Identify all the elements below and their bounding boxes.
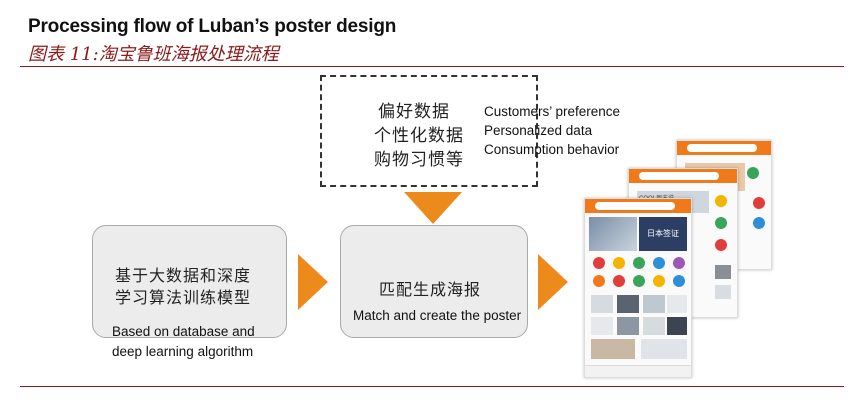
chart-title-cn: 图表 11:淘宝鲁班海报处理流程 [28,44,279,65]
arrow-down [404,192,462,224]
phone-product-thumb [591,339,635,359]
step2-label-cn: 匹配生成海报 [379,280,482,299]
phone-product-thumb [617,317,639,335]
step1-line-en-1: Based on database and [112,324,255,339]
phone-product-thumb [643,295,665,313]
input-line-cn-2: 个性化数据 [374,126,464,146]
phone-product-thumb [715,265,731,279]
step1-english: Based on database and deep learning algo… [112,322,255,362]
input-line-en-2: Personalized data [484,123,593,138]
step1-line-cn-2: 学习算法训练模型 [115,288,252,307]
phone-product-thumb [617,295,639,313]
phone-product-thumb [643,317,665,335]
step2-label-en: Match and create the poster [353,308,522,323]
phone-search-bar [595,202,675,210]
arrow-right-1 [298,254,328,310]
phone-icon-dot [613,257,625,269]
phone-icon-dot [747,167,759,179]
input-line-en-3: Consumption behavior [484,142,620,157]
phone-product-thumb [641,339,687,359]
phone-icon-dot [673,257,685,269]
top-rule [20,66,844,67]
arrow-right-2 [538,254,568,310]
phone-icon-dot [715,239,727,251]
phone-icon-dot [613,275,625,287]
phone-search-bar [639,172,719,180]
phone-icon-dot [753,197,765,209]
input-line-cn-3: 购物习惯等 [374,150,464,170]
phone-tab-bar [585,365,691,377]
phone-search-bar [687,144,757,152]
phone-banner-image [589,217,637,251]
input-english-list: Customers’ preference Personalized data … [484,102,620,159]
bottom-rule [20,386,844,387]
poster-match-box: 匹配生成海报 Match and create the poster [340,225,528,338]
step1-line-cn-1: 基于大数据和深度 [115,266,252,285]
phone-icon-dot [753,217,765,229]
phone-icon-dot [633,275,645,287]
step1-line-en-2: deep learning algorithm [112,344,254,359]
phone-icon-dot [653,275,665,287]
model-training-box: 基于大数据和深度 学习算法训练模型 [92,225,287,338]
phone-product-thumb [591,317,613,335]
input-data-box: 偏好数据 个性化数据 购物习惯等 [320,75,538,187]
phone-icon-dot [593,275,605,287]
phone-icon-dot [653,257,665,269]
phone-icon-dot [633,257,645,269]
phone-icon-dot [715,217,727,229]
chart-title: Processing flow of Luban’s poster design [28,16,397,37]
input-line-cn-1: 偏好数据 [378,102,450,122]
phone-mockup-front: 日本签证 [584,198,692,378]
phone-product-thumb [667,295,687,313]
phone-icon-dot [715,195,727,207]
phone-product-thumb [667,317,687,335]
input-line-en-1: Customers’ preference [484,104,621,119]
phone-product-thumb [591,295,613,313]
phone-banner-text: 日本签证 [639,217,687,251]
phone-icon-dot [673,275,685,287]
phone-icon-dot [593,257,605,269]
phone-product-thumb [715,285,731,299]
